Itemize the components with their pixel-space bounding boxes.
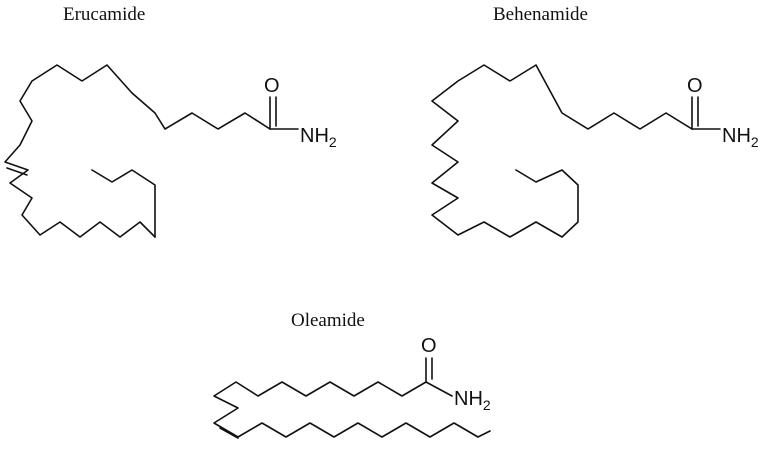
oxygen-label: O (264, 75, 280, 97)
amide-group-label: NH2 (454, 388, 491, 413)
erucamide-tail-chain (91, 169, 156, 238)
amide-nh: NH (722, 125, 751, 147)
oleamide-carbon-chain (213, 381, 491, 438)
oxygen-label: O (421, 335, 437, 357)
molecule-title-behenamide: Behenamide (493, 4, 588, 25)
amide-nh: NH (454, 388, 483, 410)
molecule-title-oleamide: Oleamide (291, 310, 365, 331)
amide-bond (425, 381, 453, 397)
amide-subscript: 2 (329, 134, 337, 150)
molecule-title-erucamide: Erucamide (63, 4, 145, 25)
erucamide-structure: Erucamide O NH2 (4, 4, 337, 238)
amide-group-label: NH2 (722, 125, 759, 150)
amide-subscript: 2 (751, 134, 759, 150)
behenamide-structure: Behenamide O NH2 (431, 4, 759, 238)
oxygen-label: O (687, 75, 703, 97)
amide-subscript: 2 (483, 397, 491, 413)
amide-group-label: NH2 (300, 125, 337, 150)
amide-nh: NH (300, 125, 329, 147)
oleamide-cis-double-bond (219, 427, 239, 439)
oleamide-structure: Oleamide O NH2 (213, 310, 491, 439)
erucamide-cis-double-bond (6, 167, 28, 176)
erucamide-carbon-chain (4, 64, 271, 238)
behenamide-carbon-chain (431, 64, 693, 238)
